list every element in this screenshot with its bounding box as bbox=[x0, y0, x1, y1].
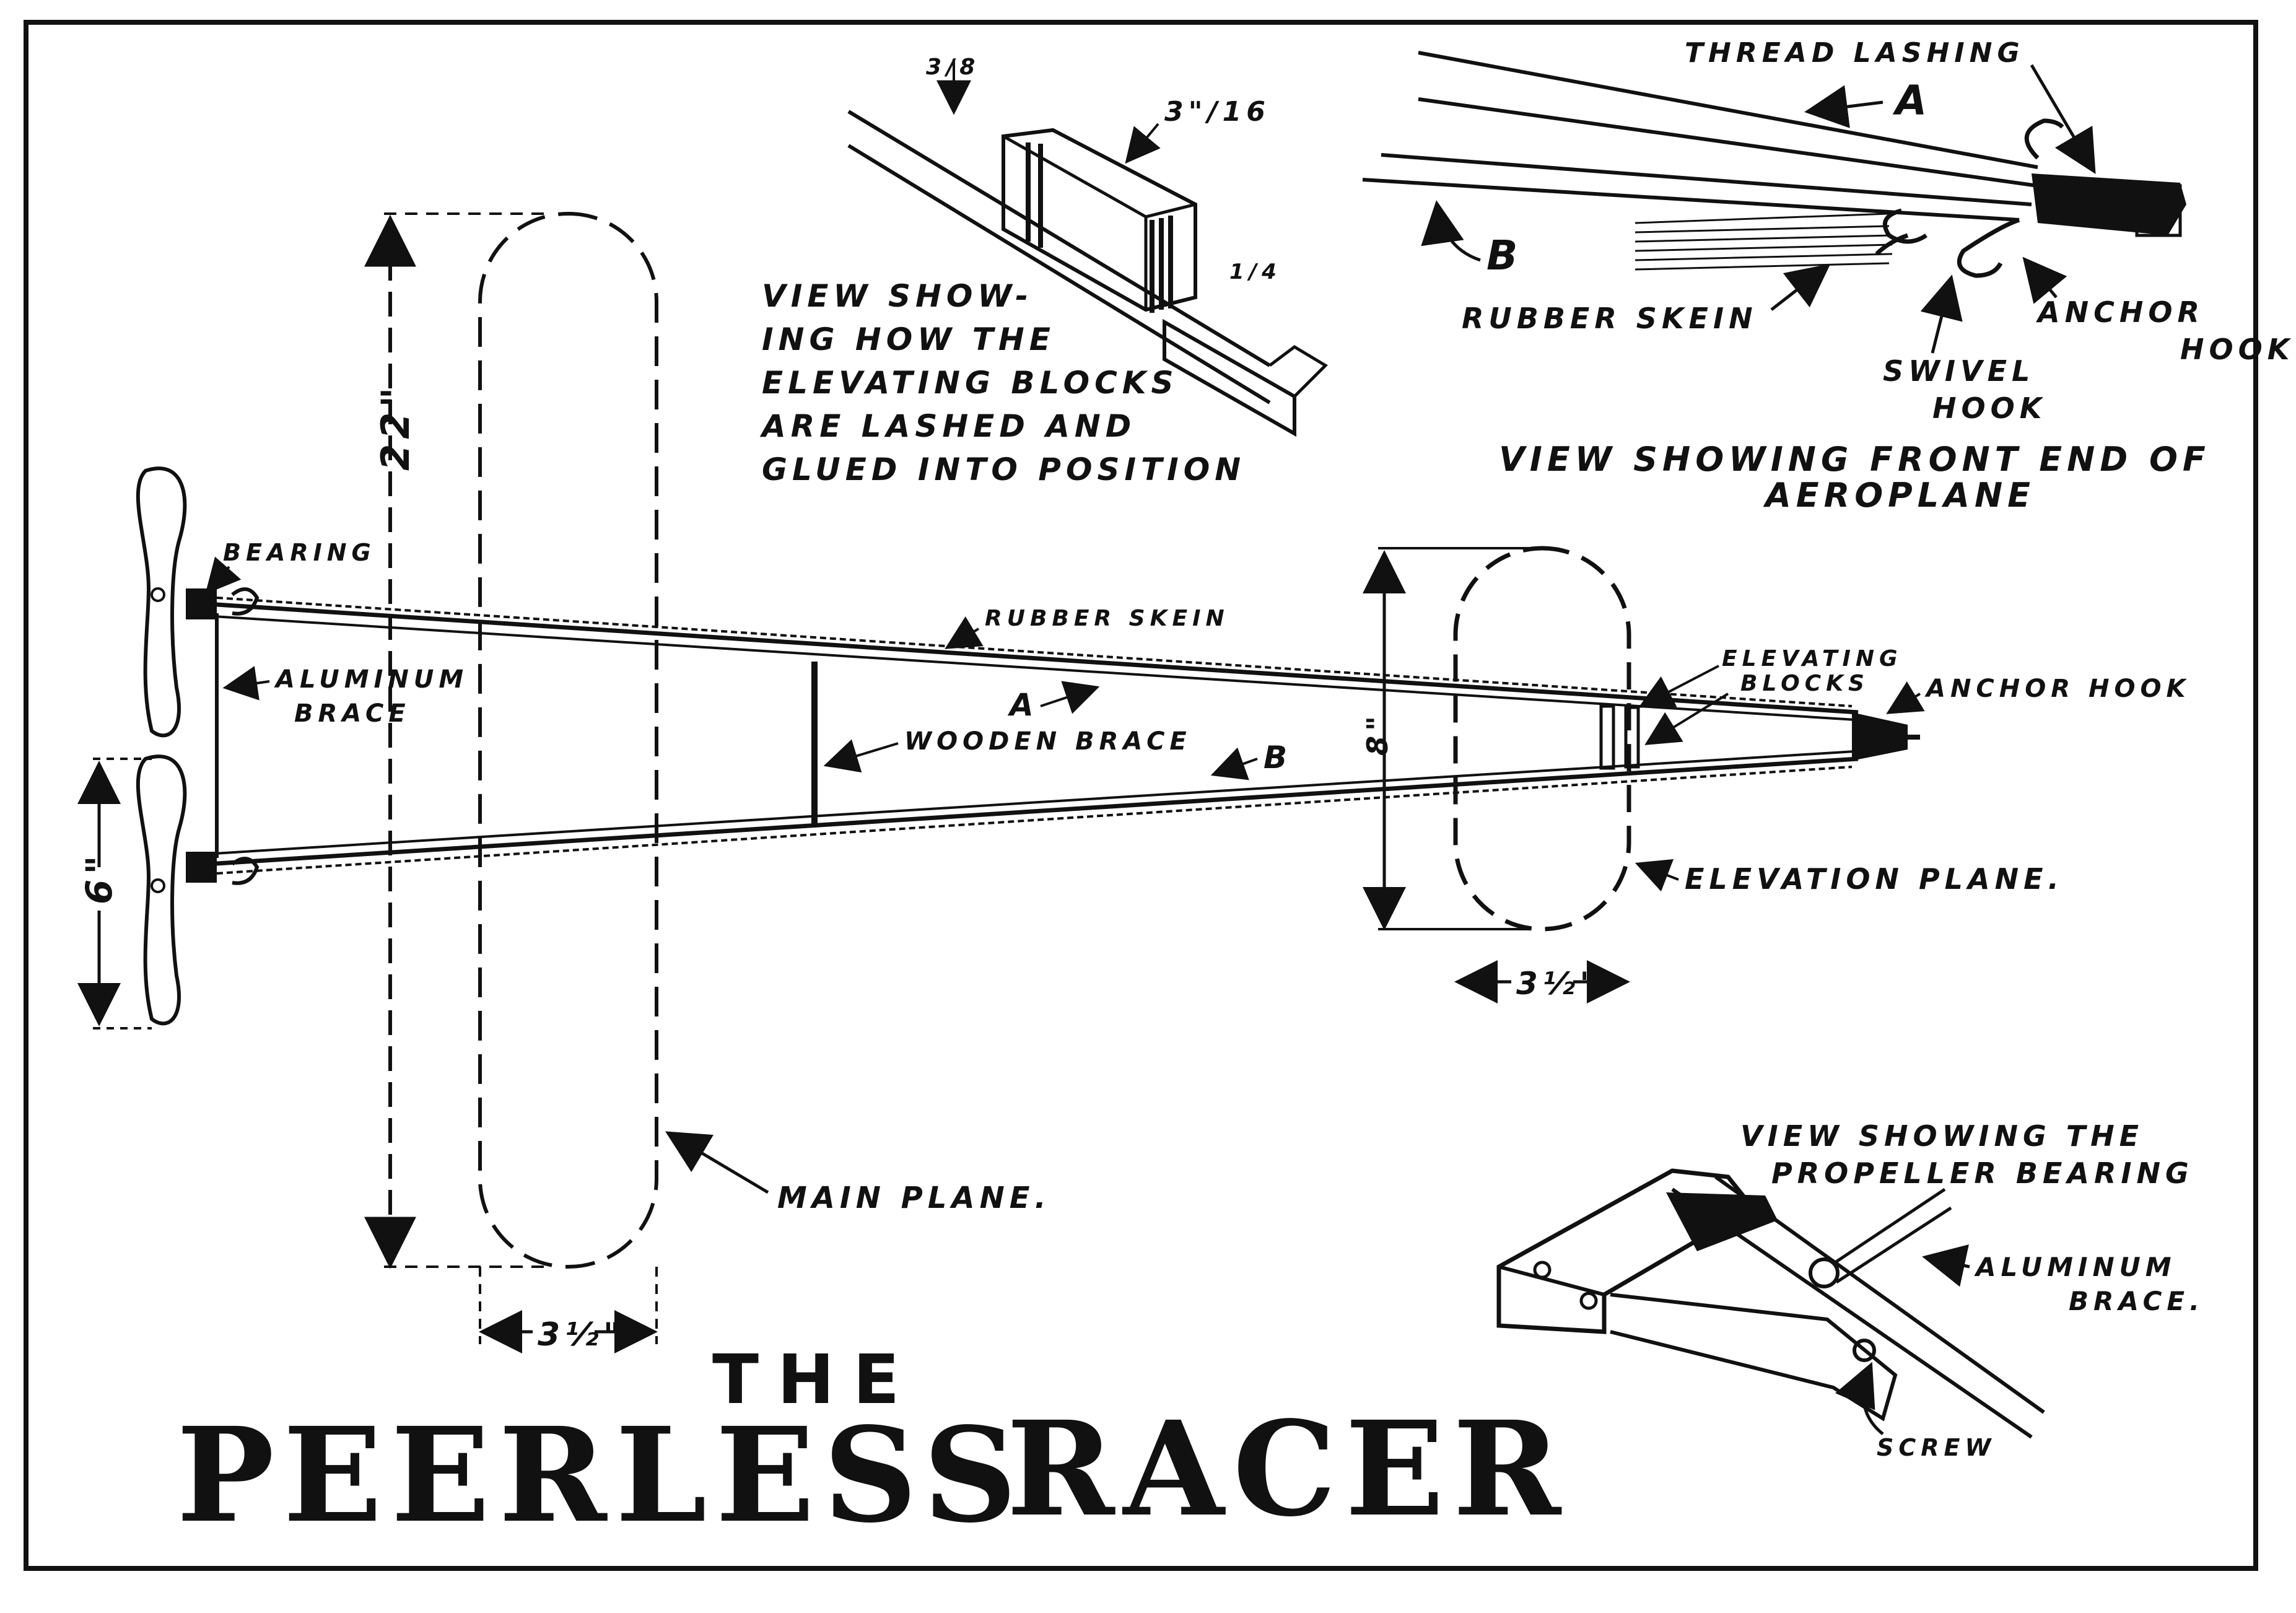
arrow-swivel-hook bbox=[1920, 274, 1963, 354]
rubber-skein-bottom bbox=[216, 766, 1853, 875]
propeller-bottom bbox=[136, 754, 187, 1026]
hook-bottom bbox=[231, 857, 260, 885]
dim-8-text: 8" bbox=[1361, 711, 1394, 756]
arrow-main-plane bbox=[665, 1131, 769, 1194]
label-b-front: B bbox=[1486, 232, 1522, 279]
label-a-main: A bbox=[1007, 687, 1039, 723]
dim-3-8-text: 3/8 bbox=[926, 55, 980, 80]
dim-3-16-arrow bbox=[1125, 123, 1161, 164]
dim-1-4-text: 1/4 bbox=[1229, 260, 1281, 284]
arrow-screw bbox=[1835, 1362, 1884, 1435]
arrow-a-main bbox=[1040, 681, 1100, 714]
dim-3-16-text: 3"/16 bbox=[1164, 96, 1270, 128]
propeller-top bbox=[136, 466, 187, 738]
frame-stick-a bbox=[207, 601, 1859, 715]
title-racer: RACER bbox=[1006, 1392, 1569, 1545]
bearing-top bbox=[186, 588, 217, 619]
label-swivel-hook-2: HOOK bbox=[1932, 391, 2046, 425]
arrow-rubber-skein-front bbox=[1770, 263, 1831, 311]
dim-3half-main-text: 3½" bbox=[538, 1316, 625, 1353]
arrow-thread-lashing bbox=[2030, 64, 2096, 175]
caption-blocks-1: VIEW SHOW- bbox=[762, 278, 1033, 314]
label-screw: SCREW bbox=[1877, 1434, 1996, 1461]
bearing-bottom bbox=[186, 852, 217, 883]
label-rubber-skein: RUBBER SKEIN bbox=[985, 606, 1229, 631]
label-wooden-brace: WOODEN BRACE bbox=[904, 727, 1192, 756]
caption-front-1: VIEW SHOWING FRONT END OF bbox=[1499, 440, 2211, 479]
label-b-main: B bbox=[1264, 740, 1292, 776]
frame-stick-b bbox=[207, 756, 1859, 867]
caption-blocks-4: ARE LASHED AND bbox=[759, 408, 1136, 444]
arrow-b-main bbox=[1210, 747, 1258, 780]
caption-bearing-1: VIEW SHOWING THE bbox=[1740, 1119, 2144, 1153]
label-elevating-blocks-1: ELEVATING bbox=[1722, 646, 1903, 671]
arrow-elevating-blocks-1 bbox=[1638, 665, 1719, 708]
arrow-aluminum-brace-detail bbox=[1922, 1244, 1970, 1287]
label-anchor-hook-front-2: HOOK bbox=[2180, 333, 2294, 366]
dim-22-text: 22" bbox=[373, 382, 418, 471]
dim-3half-main-bg bbox=[533, 1313, 595, 1350]
title-the: THE bbox=[712, 1340, 918, 1419]
caption-blocks-5: GLUED INTO POSITION bbox=[762, 452, 1246, 487]
detail-propeller-bearing bbox=[1496, 1168, 2045, 1439]
label-aluminum-brace-2: BRACE bbox=[294, 699, 411, 728]
elevating-block-2 bbox=[1624, 706, 1640, 769]
frame-stick-a-inner bbox=[213, 615, 1856, 721]
rubber-skein-top bbox=[216, 597, 1853, 707]
label-anchor-hook: ANCHOR HOOK bbox=[1924, 675, 2190, 703]
dim-3half-elev-bg bbox=[1511, 963, 1573, 1000]
label-swivel-hook-1: SWIVEL bbox=[1883, 354, 2035, 388]
label-elevating-blocks-2: BLOCKS bbox=[1740, 671, 1869, 696]
detail-elevating-blocks bbox=[847, 110, 1329, 437]
label-rubber-skein-front: RUBBER SKEIN bbox=[1462, 302, 1758, 335]
page-border bbox=[24, 20, 2258, 1571]
label-a-front: A bbox=[1892, 77, 1932, 125]
dim-3half-elev-text: 3½" bbox=[1516, 966, 1601, 1002]
detail-front-end bbox=[1362, 51, 2186, 278]
label-anchor-hook-front-1: ANCHOR bbox=[2036, 295, 2204, 329]
elevating-block-1 bbox=[1599, 704, 1615, 770]
caption-blocks-3: ELEVATING BLOCKS bbox=[762, 365, 1179, 401]
arrow-elevation-plane bbox=[1635, 859, 1679, 892]
dim-6-bg bbox=[77, 867, 121, 911]
frame-stick-b-inner bbox=[213, 750, 1856, 855]
label-aluminum-brace-detail-1: ALUMINUM bbox=[1974, 1252, 2176, 1282]
title-peerless: PEERLESS bbox=[177, 1399, 1026, 1552]
arrow-a-front bbox=[1804, 85, 1884, 128]
anchor-hook-lashing bbox=[1852, 712, 1908, 761]
arrow-aluminum-brace bbox=[222, 666, 270, 701]
arrow-rubber-skein bbox=[945, 616, 984, 649]
caption-front-2: AEROPLANE bbox=[1763, 476, 2035, 515]
label-aluminum-brace-detail-2: BRACE. bbox=[2069, 1286, 2204, 1316]
dim-6-text: 6" bbox=[78, 850, 120, 904]
label-thread-lashing: THREAD LASHING bbox=[1685, 37, 2025, 69]
caption-blocks-2: ING HOW THE bbox=[762, 321, 1055, 357]
main-plane-outline bbox=[478, 212, 658, 1269]
arrow-wooden-brace bbox=[823, 739, 899, 773]
label-bearing: BEARING bbox=[223, 539, 376, 566]
label-elevation-plane: ELEVATION PLANE. bbox=[1685, 862, 2064, 896]
caption-bearing-2: PROPELLER BEARING bbox=[1771, 1156, 2194, 1190]
hook-top bbox=[231, 587, 260, 616]
arrow-elevating-blocks-2 bbox=[1644, 693, 1729, 745]
arrow-anchor-hook bbox=[1886, 681, 1925, 714]
arrow-b-front bbox=[1421, 200, 1481, 262]
arrow-bearing bbox=[205, 556, 242, 595]
arrow-anchor-hook-front bbox=[2022, 256, 2067, 304]
label-main-plane: MAIN PLANE. bbox=[777, 1181, 1051, 1215]
label-aluminum-brace-1: ALUMINUM bbox=[274, 665, 468, 694]
elevation-plane-outline bbox=[1453, 546, 1631, 932]
